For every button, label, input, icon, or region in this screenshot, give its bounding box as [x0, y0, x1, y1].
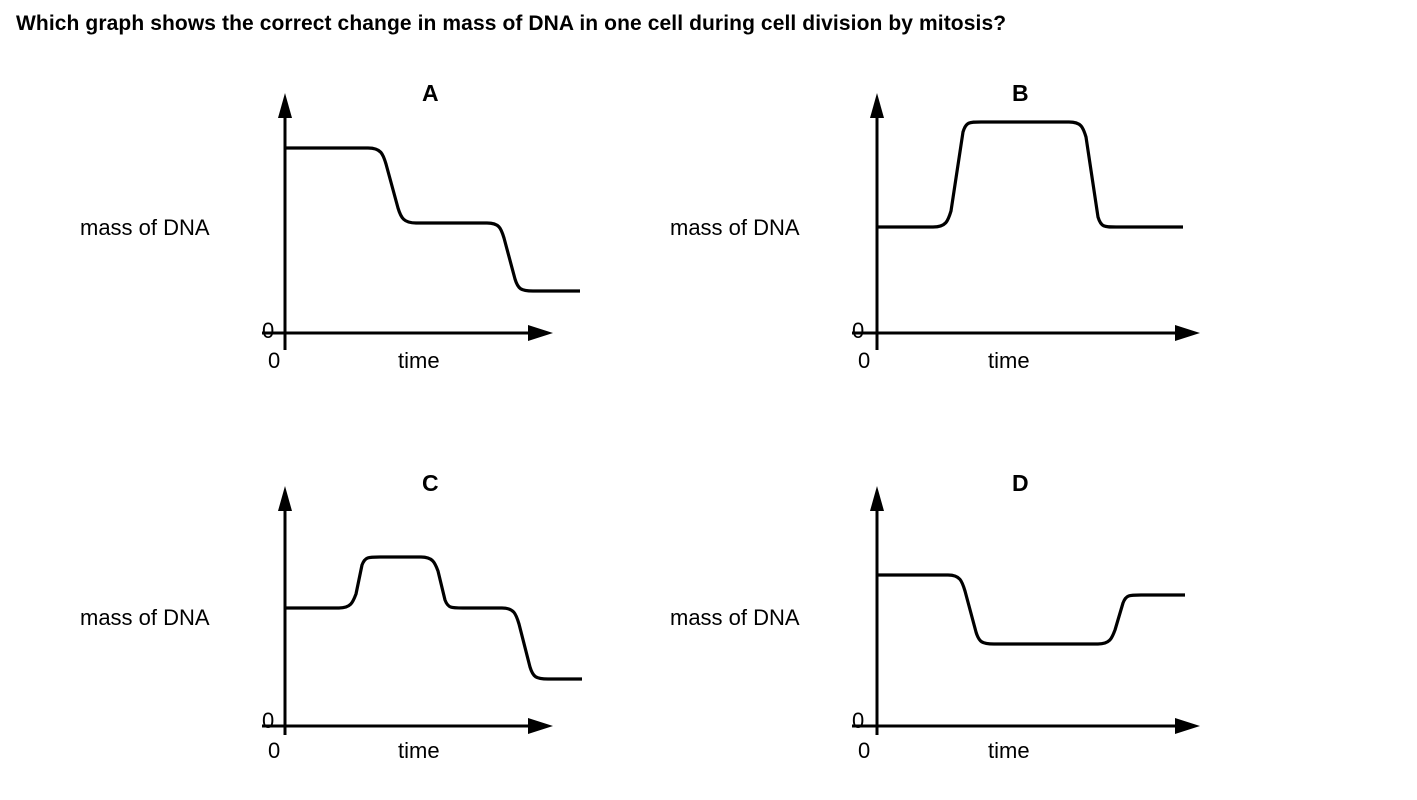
y-axis-origin-label-b: 0	[852, 318, 865, 343]
y-axis-origin-label-a: 0	[262, 318, 275, 343]
x-axis-arrow-icon-d	[1175, 718, 1200, 734]
data-curve-c	[286, 555, 582, 681]
graph-panel-b: B mass of DNA time 0 0	[590, 60, 1250, 410]
plot-area-a	[262, 93, 580, 350]
graph-panel-d: D mass of DNA time 0 0	[590, 450, 1250, 800]
y-axis-label-b: mass of DNA	[670, 215, 800, 240]
graph-panel-c: C mass of DNA time 0 0	[0, 450, 660, 800]
page-title: Which graph shows the correct change in …	[16, 12, 1007, 35]
x-axis-label-d: time	[988, 738, 1030, 763]
x-axis-arrow-icon-b	[1175, 325, 1200, 341]
y-axis-arrow-icon-b	[870, 93, 884, 118]
panel-letter-b: B	[1012, 80, 1029, 106]
y-axis-label-d: mass of DNA	[670, 605, 800, 630]
x-axis-origin-label-a: 0	[268, 348, 281, 373]
panel-letter-d: D	[1012, 470, 1029, 496]
x-axis-label-b: time	[988, 348, 1030, 373]
data-curve-b	[878, 120, 1183, 229]
panel-letter-c: C	[422, 470, 439, 496]
y-axis-label-a: mass of DNA	[80, 215, 210, 240]
x-axis-label-a: time	[398, 348, 440, 373]
plot-area-b	[852, 93, 1200, 350]
x-axis-origin-label-b: 0	[858, 348, 871, 373]
graph-panel-a: A mass of DNA time 0 0	[0, 60, 660, 410]
x-axis-origin-label-d: 0	[858, 738, 871, 763]
data-curve-a	[286, 146, 580, 293]
data-curve-d	[878, 573, 1185, 646]
x-axis-origin-label-c: 0	[268, 738, 281, 763]
plot-area-d	[852, 486, 1200, 735]
x-axis-arrow-icon-c	[528, 718, 553, 734]
x-axis-arrow-icon-a	[528, 325, 553, 341]
panel-letter-a: A	[422, 80, 439, 106]
plot-area-c	[262, 486, 582, 735]
y-axis-arrow-icon-a	[278, 93, 292, 118]
x-axis-label-c: time	[398, 738, 440, 763]
y-axis-arrow-icon-c	[278, 486, 292, 511]
y-axis-label-c: mass of DNA	[80, 605, 210, 630]
y-axis-arrow-icon-d	[870, 486, 884, 511]
